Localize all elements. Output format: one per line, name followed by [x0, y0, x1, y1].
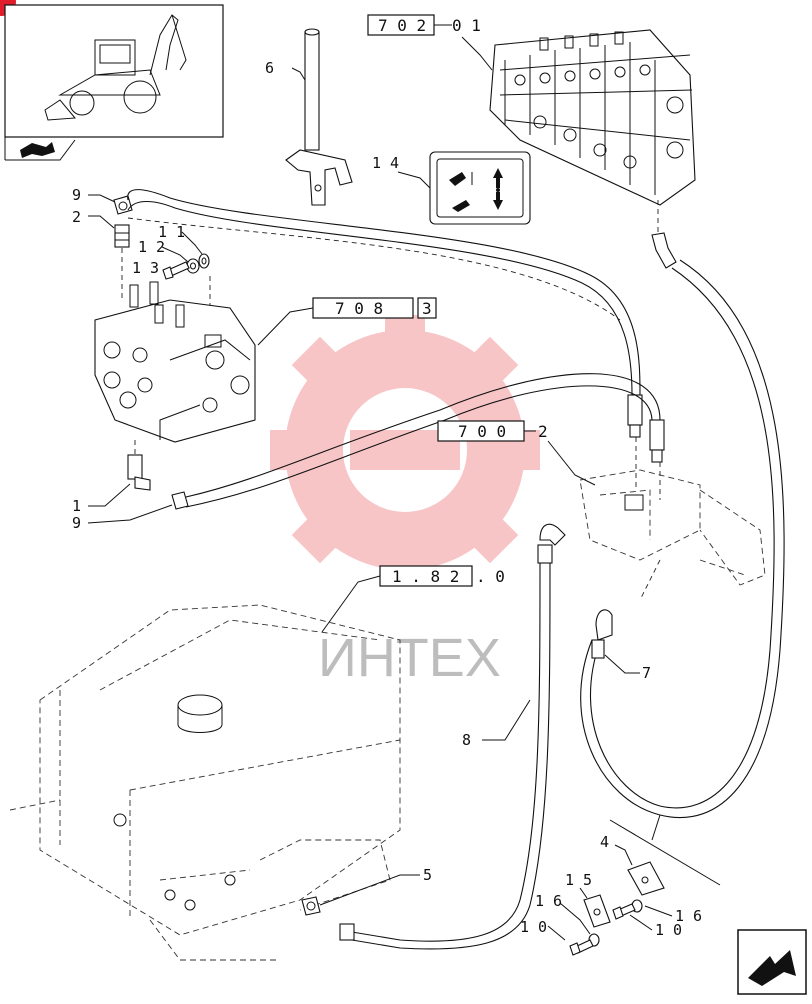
- part-4-clamp: [627, 861, 665, 896]
- callout-12: 1 2: [138, 238, 165, 256]
- callout-9-bottom: 9: [72, 514, 81, 532]
- callout-7: 7: [642, 664, 651, 682]
- thumbnail-panel[interactable]: [4, 4, 224, 161]
- callout-4: 4: [600, 833, 609, 851]
- ref-700-suffix: 2: [538, 422, 548, 441]
- transmission-housing: [9, 604, 401, 961]
- callout-1: 1: [72, 497, 81, 515]
- hose-upper-pair: [127, 189, 643, 438]
- callout-8: 8: [462, 731, 471, 749]
- callout-13: 1 3: [132, 259, 159, 277]
- loader-valve-708: [94, 281, 256, 443]
- hose-lower: [185, 373, 665, 508]
- ref-708-suffix: 3: [422, 299, 432, 318]
- ref-702-code: 7 0 2: [378, 16, 426, 35]
- valve-block-700: [579, 469, 766, 601]
- ref-708-code: 7 0 8: [335, 299, 383, 318]
- part-1-elbow-fitting: [127, 454, 151, 491]
- watermark-text: ИНТЕХ: [318, 628, 501, 688]
- part-9-elbow-bottom: [171, 491, 189, 510]
- part-6-mount-post: [285, 28, 353, 206]
- part-11-washer: [198, 253, 210, 269]
- forward-arrow-icon[interactable]: [20, 142, 55, 158]
- callout-5: 5: [423, 866, 432, 884]
- part-13-bolt: [162, 261, 190, 280]
- part-10-bolt-left: [569, 939, 594, 956]
- control-valve-702: [489, 29, 696, 206]
- callout-6: 6: [265, 59, 274, 77]
- ref-700-code: 7 0 0: [458, 422, 506, 441]
- part-5-fitting: [301, 896, 321, 916]
- ref-702-suffix: 0 1: [452, 16, 481, 35]
- next-page-arrow-icon[interactable]: [737, 929, 807, 995]
- part-2-adapter: [114, 224, 130, 248]
- hose-7: [580, 232, 785, 819]
- ref-182-suffix: . 0: [476, 567, 505, 586]
- part-9-elbow-top: [113, 195, 133, 215]
- part-10-bolt-right: [612, 903, 636, 920]
- ref-182-code: 1 . 8 2: [392, 567, 459, 586]
- callout-10-right: 1 0: [655, 921, 682, 939]
- callout-16-left: 1 6: [535, 892, 562, 910]
- callout-10-left: 1 0: [520, 918, 547, 936]
- callout-16-right: 1 6: [675, 907, 702, 925]
- callout-15: 1 5: [565, 871, 592, 889]
- hose-8: [339, 523, 566, 950]
- watermark-logo: [270, 315, 540, 585]
- backhoe-loader-thumbnail: [44, 14, 187, 121]
- part-15-clamp: [583, 894, 611, 928]
- callout-11: 1 1: [158, 223, 185, 241]
- callout-14: 1 4: [372, 154, 399, 172]
- callout-2: 2: [72, 208, 81, 226]
- part-12-washer: [186, 258, 200, 274]
- part-14-control-decal: [429, 151, 531, 225]
- callout-9-top: 9: [72, 186, 81, 204]
